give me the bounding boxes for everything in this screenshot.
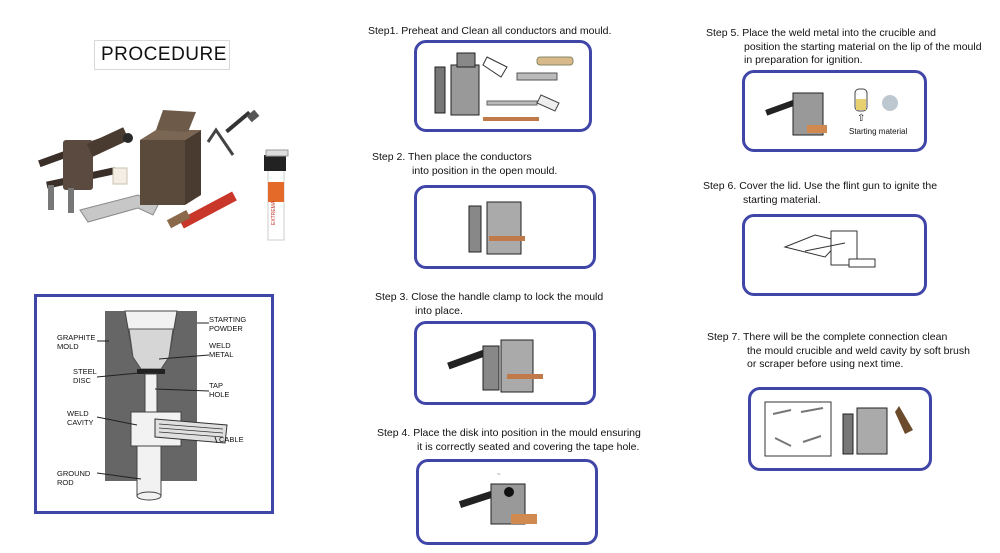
steel-disc [137, 369, 165, 374]
label-steel-disc-line2: DISC [73, 376, 91, 385]
label-weld-metal-line1: WELD [209, 341, 231, 350]
spatula-image [225, 109, 260, 134]
step-6-line2: starting material. [743, 193, 821, 206]
step-3-line1: Step 3. Close the handle clamp to lock t… [375, 291, 604, 303]
handle-clamp-image [38, 127, 133, 213]
equipment-photo: EXTREMA [38, 109, 289, 241]
step-2-drawing [468, 201, 525, 255]
label-cable: CABLE [219, 435, 244, 444]
step-5-text: Step 5. Place the weld metal into the cr… [706, 27, 982, 68]
step-7-line3: or scraper before using next time. [747, 358, 904, 370]
step-2-line1: Step 2. Then place the conductors [372, 151, 532, 163]
label-starting-powder: STARTING POWDER [209, 315, 246, 333]
cable-drawing [154, 418, 228, 444]
step-1-line1: Step1. Preheat and Clean all conductors … [368, 25, 612, 37]
wire-brush-image [166, 191, 237, 229]
step-3-drawing [447, 339, 543, 393]
step-4-drawing: ~ [458, 472, 537, 525]
step-2-text: Step 2. Then place the conductors into p… [372, 151, 557, 178]
label-weld-metal-line2: METAL [209, 350, 234, 359]
step-2-image [414, 185, 596, 269]
metal-powder-icon [882, 95, 898, 111]
step-7-image [748, 387, 932, 471]
step-7-line1: Step 7. There will be the complete conne… [707, 331, 948, 343]
step-5-line3: in preparation for ignition. [744, 54, 863, 66]
step-6-text: Step 6. Cover the lid. Use the flint gun… [703, 180, 937, 207]
step-1-text: Step1. Preheat and Clean all conductors … [368, 25, 611, 39]
procedure-title-text: PROCEDURE [101, 44, 227, 65]
allen-key-image [206, 127, 235, 156]
label-tap-hole-line1: TAP [209, 381, 224, 390]
step-6-image [742, 214, 927, 296]
step-3-line2: into place. [415, 304, 463, 317]
graphite-mould-image [140, 110, 201, 205]
starting-material-caption: Starting material [849, 127, 908, 136]
step-1-drawing [434, 52, 574, 121]
gas-torch-image: EXTREMA [264, 149, 289, 241]
label-graphite-mold-line2: MOLD [57, 342, 79, 351]
label-steel-disc-line1: STEEL [73, 367, 97, 376]
svg-text:~: ~ [497, 472, 501, 478]
step-5-drawing [765, 88, 898, 136]
step-4-image: ~ [416, 459, 598, 545]
step-3-image [414, 321, 596, 405]
step-7-line2: the mould crucible and weld cavity by so… [747, 344, 970, 357]
step-7-text: Step 7. There will be the complete conne… [707, 331, 970, 372]
starting-powder-cup-image [112, 167, 128, 185]
step-5-line1: Step 5. Place the weld metal into the cr… [706, 27, 936, 39]
cross-section-drawing [96, 310, 228, 501]
step-1-image [414, 40, 592, 132]
step-4-line1: Step 4. Place the disk into position in … [377, 427, 641, 439]
step-7-drawing [764, 401, 913, 457]
step-6-line1: Step 6. Cover the lid. Use the flint gun… [703, 180, 938, 192]
label-graphite-mold: GRAPHITE MOLD [57, 333, 95, 351]
scraper-tool-image [79, 194, 159, 223]
label-weld-cavity: WELD CAVITY [67, 409, 94, 427]
label-weld-cavity-line1: WELD [67, 409, 89, 418]
up-arrow-icon: ⇧ [857, 113, 866, 124]
procedure-title: PROCEDURE [94, 40, 230, 70]
label-tap-hole: TAP HOLE [209, 381, 229, 399]
label-weld-cavity-line2: CAVITY [67, 418, 94, 427]
label-tap-hole-line2: HOLE [209, 390, 230, 399]
label-ground-rod-line1: GROUND [57, 469, 91, 478]
label-starting-powder-line2: POWDER [209, 324, 243, 333]
step-4-text: Step 4. Place the disk into position in … [377, 427, 641, 454]
step-4-line2: it is correctly seated and covering the … [417, 440, 640, 453]
torch-label: EXTREMA [271, 200, 277, 225]
label-steel-disc: STEEL DISC [73, 367, 97, 385]
mould-cross-section-diagram: GRAPHITE MOLD STARTING POWDER WELD METAL… [34, 294, 274, 514]
label-ground-rod: GROUND ROD [57, 469, 90, 487]
label-weld-metal: WELD METAL [209, 341, 233, 359]
label-ground-rod-line2: ROD [57, 478, 74, 487]
ground-rod [136, 445, 162, 497]
step-2-line2: into position in the open mould. [412, 164, 558, 177]
label-graphite-mold-line1: GRAPHITE [57, 333, 96, 342]
label-starting-powder-line1: STARTING [209, 315, 247, 324]
step-5-line2: position the starting material on the li… [744, 40, 982, 53]
step-6-drawing [783, 230, 876, 268]
step-3-text: Step 3. Close the handle clamp to lock t… [375, 291, 603, 318]
step-5-image: ⇧ Starting material [742, 70, 927, 152]
